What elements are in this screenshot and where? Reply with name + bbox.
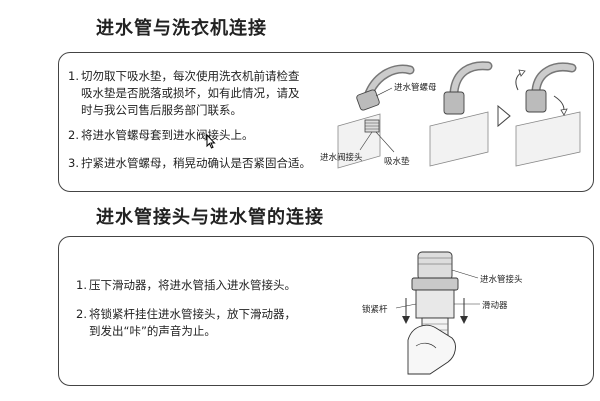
label-slider: 滑动器 — [482, 300, 508, 311]
section1-title: 进水管与洗衣机连接 — [96, 18, 267, 39]
step-line: 切勿取下吸水垫，每次使用洗衣机前请检查 — [81, 69, 300, 83]
label-pad: 吸水垫 — [384, 156, 410, 167]
step-line: 拧紧进水管螺母，稍晃动确认是否紧固合适。 — [81, 156, 311, 170]
label-valve-joint: 进水阀接头 — [320, 152, 363, 163]
step-line: 吸水垫是否脱落或损坏，如有此情况，请及 — [81, 86, 300, 100]
label-nut: 进水管螺母 — [394, 82, 437, 93]
section2-title: 进水管接头与进水管的连接 — [96, 207, 324, 228]
step-line: 压下滑动器，将进水管插入进水管接头。 — [89, 278, 296, 292]
section2-panel — [58, 236, 594, 386]
step-line: 将进水管螺母套到进水阀接头上。 — [81, 128, 254, 142]
label-lock-lever: 锁紧杆 — [362, 304, 388, 315]
hose-connection-figure: 进水管螺母 进水阀接头 吸水垫 — [320, 61, 581, 169]
step-line: 时与我公司售后服务部门联系。 — [81, 103, 242, 117]
step-line: 将锁紧杆挂住进水管接头，放下滑动器， — [89, 307, 296, 321]
section1-panel — [58, 52, 594, 192]
connector-figure: 进水管接头 锁紧杆 滑动器 — [362, 251, 523, 375]
section1-step-3: 3.拧紧进水管螺母，稍晃动确认是否紧固合适。 — [68, 156, 311, 170]
label-connector: 进水管接头 — [480, 274, 523, 285]
mouse-cursor-icon — [206, 134, 216, 149]
step-line: 到发出“咔”的声音为止。 — [89, 324, 216, 338]
section1-step-1: 1.切勿取下吸水垫，每次使用洗衣机前请检查 吸水垫是否脱落或损坏，如有此情况，请… — [68, 69, 300, 117]
section1-step-2: 2.将进水管螺母套到进水阀接头上。 — [68, 128, 254, 142]
section2-step-1: 1.压下滑动器，将进水管插入进水管接头。 — [76, 278, 296, 292]
section2-step-2: 2.将锁紧杆挂住进水管接头，放下滑动器， 到发出“咔”的声音为止。 — [76, 307, 296, 338]
